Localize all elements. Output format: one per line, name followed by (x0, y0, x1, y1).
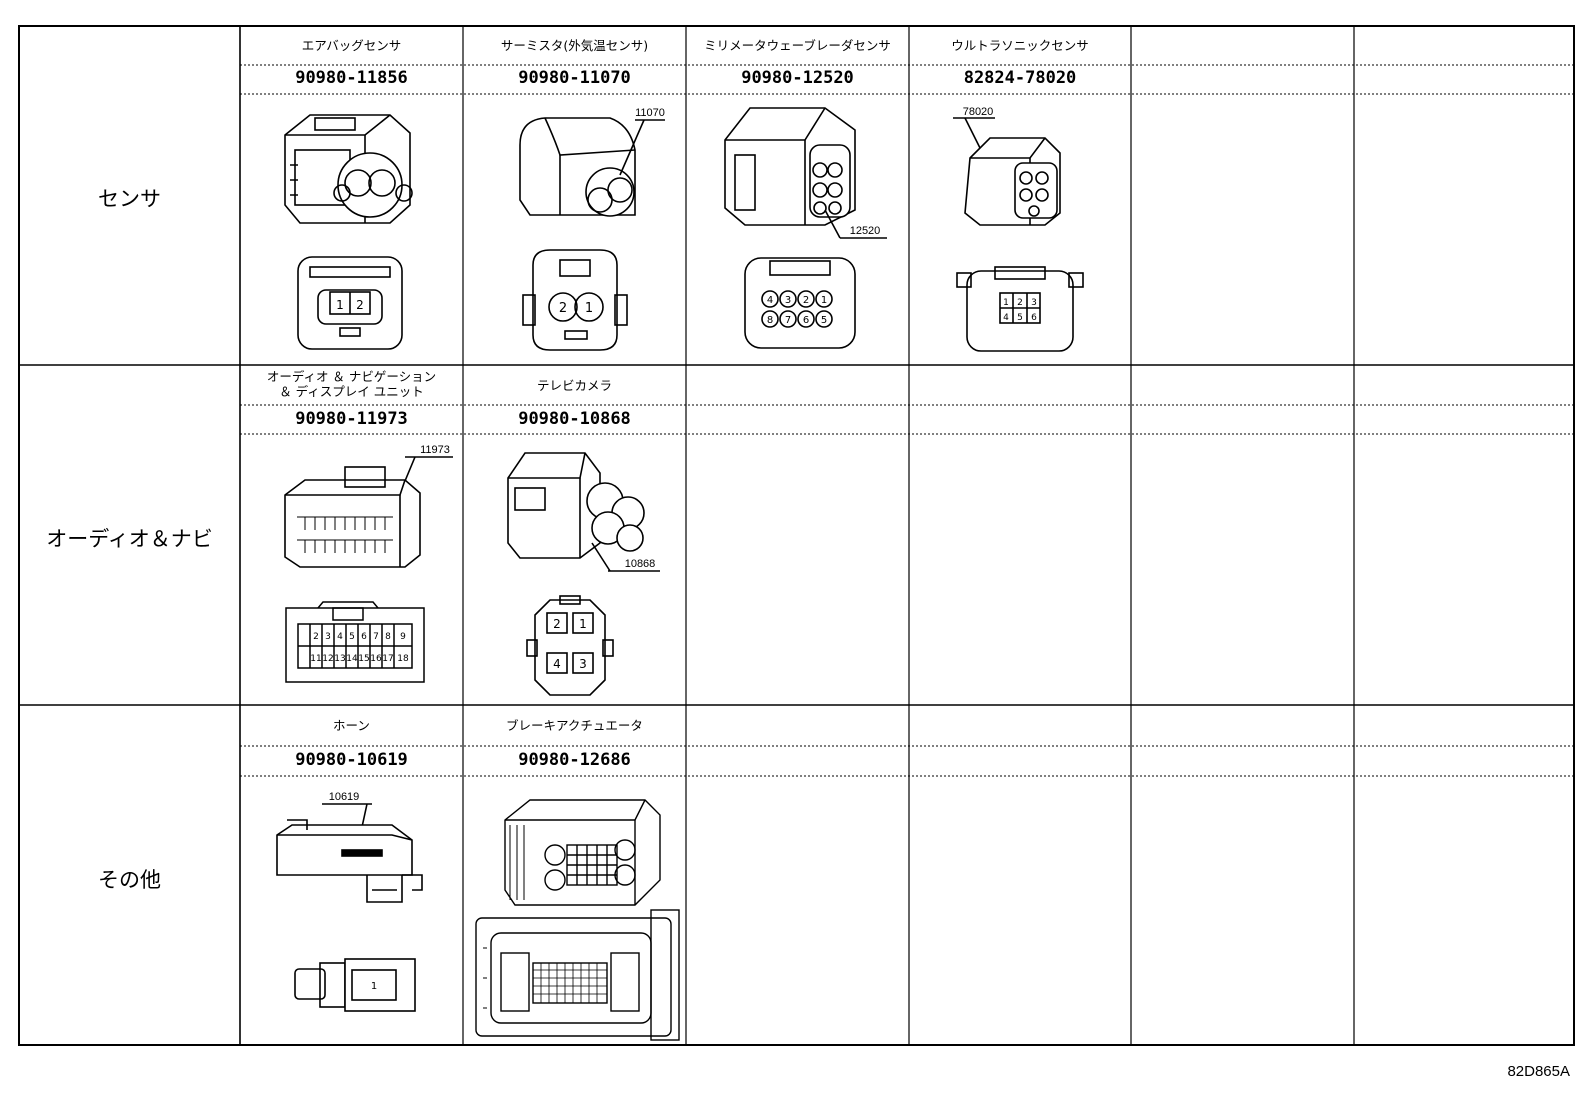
pin-label: 3 (785, 295, 791, 306)
thermistor-connector-face-illustration: 2 1 (515, 245, 635, 355)
connector-name-line1: オーディオ ＆ ナビゲーション (266, 369, 437, 384)
connector-name: ホーン (333, 718, 370, 733)
part-number: 90980-11070 (518, 68, 631, 88)
part-number: 90980-12686 (518, 750, 631, 770)
pin-label: 6 (1031, 313, 1037, 323)
pin-label: 5 (1017, 313, 1023, 323)
pin-label: 16 (370, 654, 382, 664)
audio-navi-connector-face-illustration: 2 3 4 5 6 7 8 9 11 12 13 14 15 16 17 18 (283, 600, 428, 685)
connector-name-line2: ＆ ディスプレイ ユニット (279, 384, 424, 399)
pin-label: 4 (767, 295, 773, 306)
category-sensor: センサ (98, 187, 161, 211)
pin-label: 2 (356, 298, 364, 312)
pin-label: 2 (553, 617, 561, 631)
radar-connector-face-illustration: 4 3 2 1 8 7 6 5 (740, 253, 860, 353)
category-other: その他 (98, 868, 161, 892)
part-callout: 10868 (625, 558, 656, 570)
pin-label: 4 (337, 632, 343, 642)
part-callout: 11070 (635, 107, 665, 119)
pin-label: 2 (313, 632, 319, 642)
horn-connector-3d-illustration: 10619 (272, 790, 442, 910)
ultrasonic-connector-3d-illustration: 78020 (950, 103, 1090, 233)
connector-name: オーディオ ＆ ナビゲーション ＆ ディスプレイ ユニット (240, 369, 463, 399)
tv-camera-connector-face-illustration: 2 1 4 3 (525, 595, 615, 700)
part-number: 90980-10619 (295, 750, 408, 770)
pin-label: 13 (334, 654, 345, 664)
pin-label: 2 (1017, 298, 1023, 308)
part-callout: 10619 (329, 791, 360, 803)
audio-navi-connector-3d-illustration: 11973 (275, 445, 455, 575)
connector-name: サーミスタ(外気温センサ) (500, 38, 649, 53)
radar-connector-3d-illustration: 12520 (715, 100, 895, 250)
pin-label: 6 (361, 632, 367, 642)
pin-label: 2 (803, 295, 809, 306)
pin-label: 2 (559, 301, 567, 316)
diagram-code: 82D865A (1507, 1063, 1570, 1080)
pin-label: 15 (358, 654, 369, 664)
pin-label: 5 (821, 315, 827, 326)
pin-label: 8 (767, 315, 773, 326)
pin-label: 1 (371, 981, 377, 992)
ultrasonic-connector-face-illustration: 1 2 3 4 5 6 (955, 263, 1085, 358)
airbag-connector-3d-illustration (270, 105, 430, 235)
connector-name: ウルトラソニックセンサ (951, 38, 1089, 53)
part-number: 82824-78020 (963, 68, 1077, 88)
pin-label: 17 (382, 654, 393, 664)
pin-label: 1 (585, 301, 593, 316)
pin-label: 3 (325, 632, 331, 642)
connector-name: エアバッグセンサ (301, 38, 402, 53)
part-callout: 12520 (850, 225, 881, 237)
pin-label: 3 (1031, 298, 1037, 308)
pin-label: 1 (1003, 298, 1009, 308)
part-callout: 11973 (420, 445, 450, 456)
brake-actuator-connector-face-illustration (473, 908, 683, 1043)
horn-connector-face-illustration: 1 (290, 955, 430, 1015)
part-number: 90980-11973 (295, 409, 408, 429)
brake-actuator-connector-3d-illustration (495, 790, 665, 915)
pin-label: 3 (579, 657, 587, 671)
pin-label: 5 (349, 632, 355, 642)
airbag-connector-face-illustration: 1 2 (290, 252, 410, 357)
connector-name: ミリメータウェーブレーダセンサ (704, 38, 891, 53)
pin-label: 1 (336, 298, 344, 312)
pin-label: 11 (310, 654, 321, 664)
pin-label: 14 (346, 654, 358, 664)
pin-label: 6 (803, 315, 809, 326)
pin-label: 9 (400, 632, 406, 642)
category-audio-navi: オーディオ＆ナビ (46, 527, 213, 551)
pin-label: 7 (785, 315, 791, 326)
connector-name: ブレーキアクチュエータ (506, 718, 643, 733)
pin-label: 18 (397, 654, 409, 664)
part-number: 90980-10868 (518, 409, 631, 429)
connector-name: テレビカメラ (536, 378, 612, 393)
part-callout: 78020 (963, 106, 994, 118)
pin-label: 1 (579, 617, 587, 631)
tv-camera-connector-3d-illustration: 10868 (500, 443, 670, 583)
pin-label: 1 (821, 295, 827, 306)
part-number: 90980-11856 (295, 68, 408, 88)
pin-label: 12 (322, 654, 333, 664)
pin-label: 4 (553, 657, 561, 671)
pin-label: 4 (1003, 313, 1009, 323)
thermistor-connector-3d-illustration: 11070 (510, 100, 670, 235)
pin-label: 7 (373, 632, 379, 642)
part-number: 90980-12520 (741, 68, 854, 88)
pin-label: 8 (385, 632, 391, 642)
